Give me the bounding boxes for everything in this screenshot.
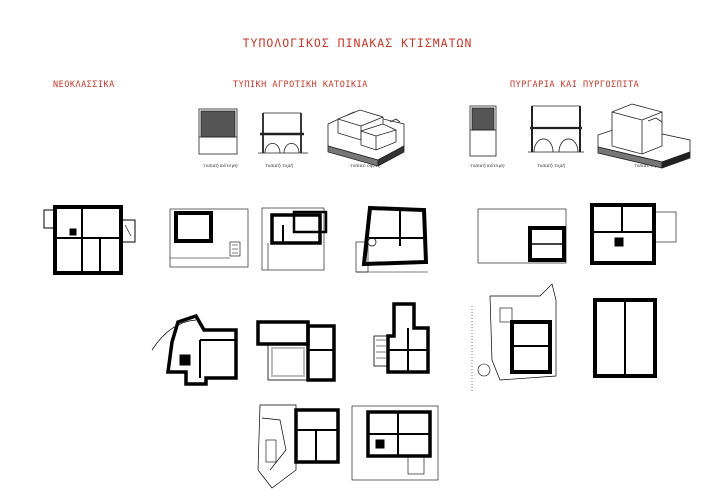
plan-rural-6	[373, 302, 430, 374]
plan-tower-4	[593, 298, 657, 378]
plan-rural-2	[261, 207, 328, 271]
tower-typical-plan	[469, 105, 497, 157]
plan-neoclassical	[43, 205, 136, 275]
category-neoclassical: ΝΕΟΚΛΑΣΣΙΚΑ	[53, 80, 115, 90]
caption-rural-elevation: τυπικό όψεις	[350, 164, 380, 169]
rural-typical-plan	[198, 108, 238, 155]
category-rural-house: ΤΥΠΙΚΗ ΑΓΡΟΤΙΚΗ ΚΑΤΟΙΚΙΑ	[233, 80, 368, 90]
plan-rural-5	[256, 320, 336, 382]
rural-typical-section	[258, 112, 308, 154]
plan-rural-1	[169, 208, 249, 268]
caption-rural-plan: τυπική κάτοψη	[203, 164, 238, 169]
plan-rural-7	[257, 404, 340, 489]
plan-rural-4	[151, 313, 238, 386]
plan-rural-3	[355, 205, 429, 273]
plan-tower-2	[590, 203, 677, 265]
tower-typical-section	[528, 105, 584, 153]
caption-rural-section: τυπική τομή	[265, 164, 293, 169]
caption-tower-section: τυπική τομή	[537, 164, 565, 169]
caption-tower-plan: τυπική κάτοψη	[470, 164, 505, 169]
plan-rural-8	[351, 405, 439, 481]
plan-tower-3	[471, 283, 557, 392]
page-title: ΤΥΠΟΛΟΓΙΚΟΣ ΠΙΝΑΚΑΣ ΚΤΙΣΜΑΤΩΝ	[242, 36, 473, 50]
tower-typical-axonometric	[597, 103, 691, 169]
category-towers: ΠΥΡΓΑΡΙΑ ΚΑΙ ΠΥΡΓΟΣΠΙΤΑ	[510, 80, 640, 90]
plan-tower-1	[477, 208, 567, 264]
rural-typical-axonometric	[327, 109, 405, 167]
rural-typical-drawings	[198, 108, 405, 167]
caption-tower-elevation: τυπικό όψεις	[634, 164, 664, 169]
tower-typical-drawings	[469, 103, 691, 169]
